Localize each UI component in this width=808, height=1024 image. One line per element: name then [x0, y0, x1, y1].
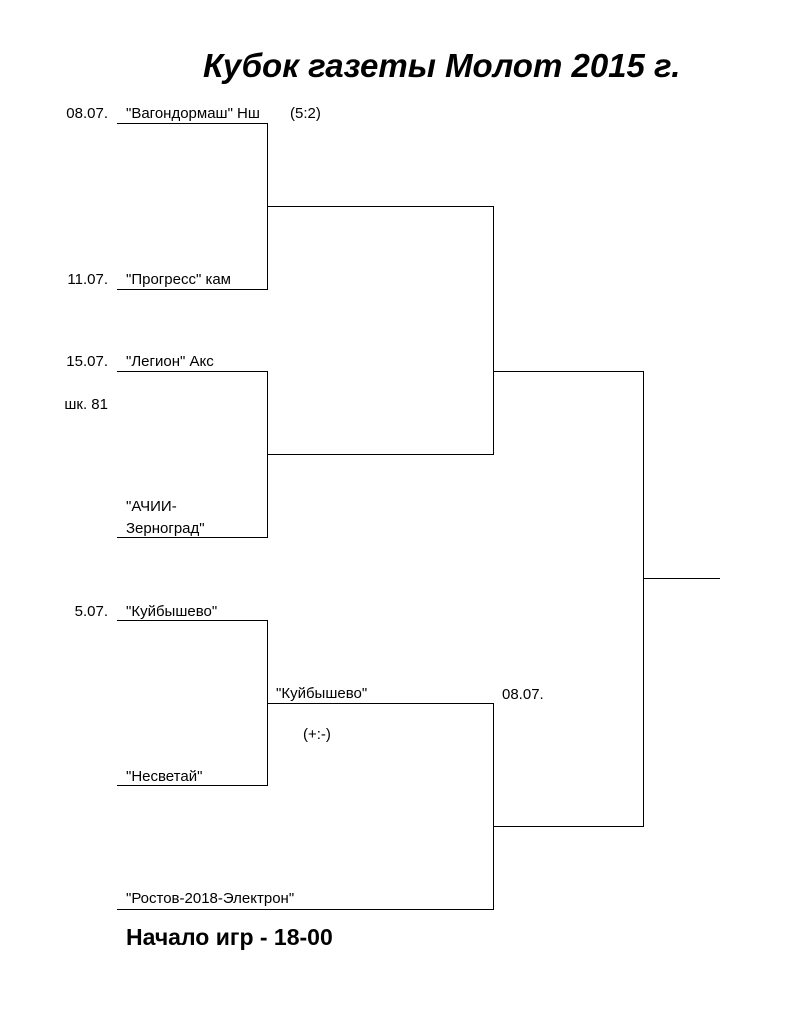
match2-team2-line2: Зерноград"	[126, 520, 205, 537]
match2-date: 15.07.	[66, 353, 108, 370]
match1-team1: "Вагондормаш" Нш	[126, 105, 260, 122]
match4-team2: "Ростов-2018-Электрон"	[126, 890, 295, 907]
bracket-connector	[643, 371, 644, 827]
match3-team1: "Куйбышево"	[126, 603, 218, 620]
bracket-final-line	[643, 578, 720, 579]
bracket-line	[117, 785, 268, 786]
match2-venue: шк. 81	[64, 396, 108, 413]
match3-date: 5.07.	[74, 603, 108, 620]
page-title: Кубок газеты Молот 2015 г.	[203, 47, 681, 84]
match3-winner-score: (+:-)	[303, 726, 331, 743]
match3-winner: "Куйбышево"	[276, 685, 368, 702]
bracket-line	[493, 371, 644, 372]
bracket-line	[117, 371, 268, 372]
match2-team1: "Легион" Акс	[126, 353, 214, 370]
bracket-line	[267, 454, 494, 455]
bracket-line	[267, 703, 494, 704]
bracket-line	[117, 537, 268, 538]
bracket-line	[117, 620, 268, 621]
bracket-connector	[493, 206, 494, 455]
match1-score: (5:2)	[290, 105, 321, 122]
match1-date: 08.07.	[66, 105, 108, 122]
bracket-line	[493, 826, 644, 827]
start-time-note: Начало игр - 18-00	[126, 924, 333, 950]
match2-team2-line1: "АЧИИ-	[126, 498, 177, 515]
match4-date: 08.07.	[502, 686, 544, 703]
bracket-line	[117, 909, 494, 910]
match3-team2: "Несветай"	[126, 768, 203, 785]
bracket-connector	[493, 703, 494, 910]
bracket-line	[267, 206, 494, 207]
match1-team2: "Прогресс" кам	[126, 271, 231, 288]
bracket-line	[117, 289, 268, 290]
match1-team2-date: 11.07.	[67, 271, 108, 288]
bracket-line	[117, 123, 268, 124]
